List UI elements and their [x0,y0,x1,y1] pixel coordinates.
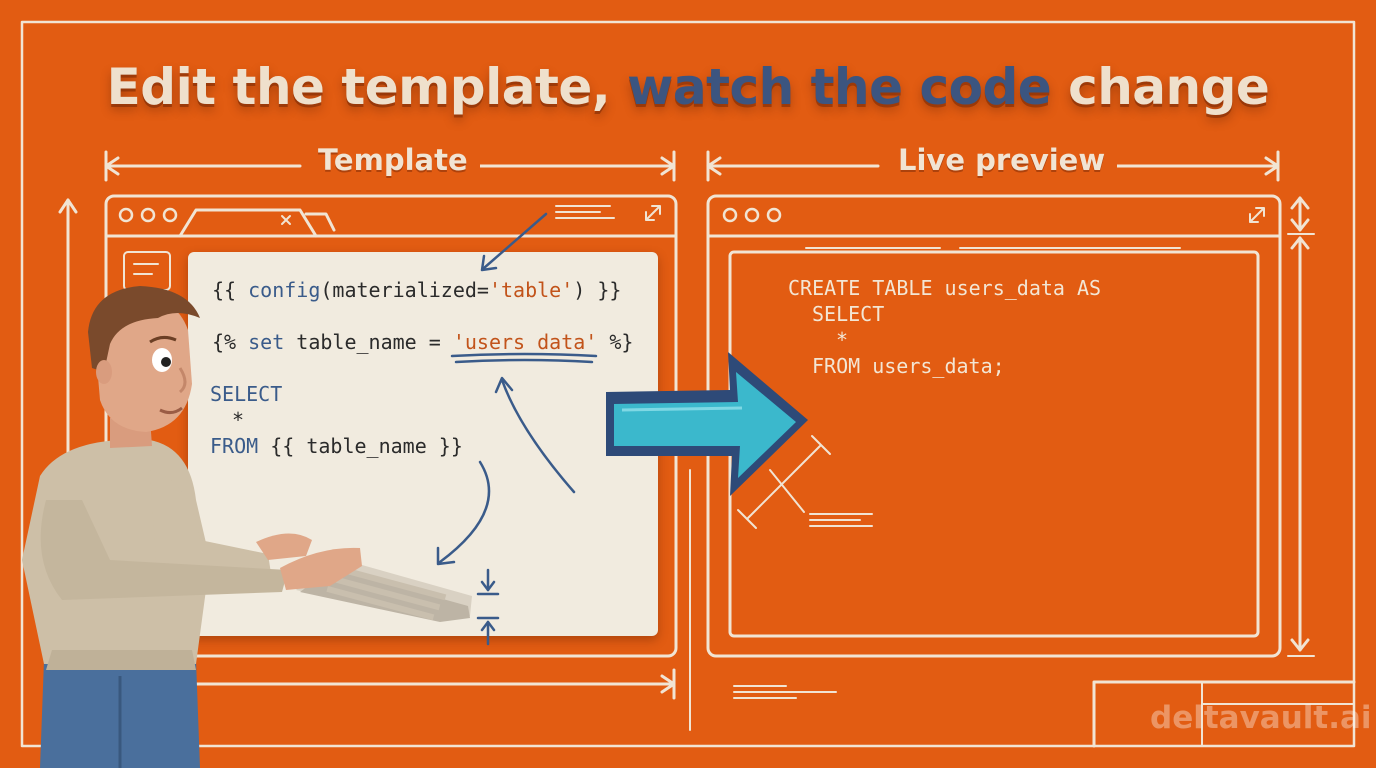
preview-line-create: CREATE TABLE users_data AS [788,276,1102,300]
headline-accent: watch the code [627,58,1052,116]
preview-panel-label: Live preview [886,143,1118,177]
code-line-select: SELECT [210,382,283,406]
headline-part-2: change [1051,58,1270,116]
code-line-from: FROM {{ table_name }} [210,434,463,458]
code-line-config: {{ config(materialized='table') }} [212,278,622,302]
preview-line-star: * [836,328,849,352]
watermark: deltavault.ai [1150,700,1372,736]
code-line-set: {% set table_name = 'users_data' %} [212,330,634,354]
template-code-card: {{ config(materialized='table') }} {% se… [188,252,658,636]
headline: Edit the template, watch the code change [0,58,1376,116]
template-panel-label: Template [306,143,480,177]
preview-line-from: FROM users_data; [812,354,1005,378]
headline-part-1: Edit the template, [106,58,628,116]
preview-line-select: SELECT [812,302,885,326]
code-line-star: * [232,408,245,432]
